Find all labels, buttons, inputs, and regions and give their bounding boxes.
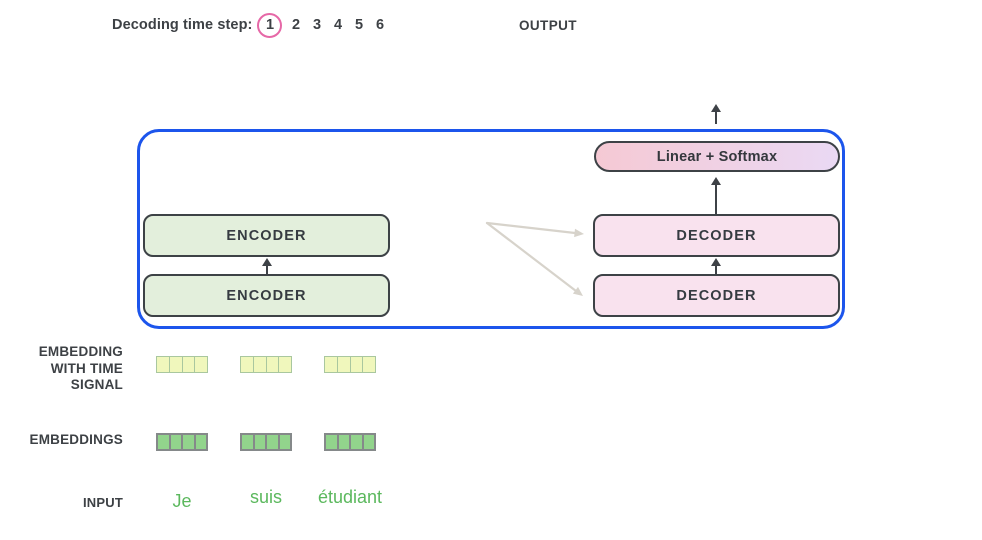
arrow-decoder-to-softmax-icon (710, 177, 722, 214)
step-number-1[interactable]: 1 (265, 17, 275, 33)
encoder-box-bottom: ENCODER (143, 274, 390, 317)
strip-cell (277, 435, 291, 449)
arrow-to-output-icon (710, 104, 722, 124)
output-label: OUTPUT (519, 18, 577, 33)
strip-cell (278, 357, 291, 372)
strip-cell (252, 435, 266, 449)
input-token: suis (249, 487, 282, 507)
strip-cell (168, 357, 182, 372)
strip-cell (194, 357, 207, 372)
step-list: 1 2 3 4 5 6 (257, 12, 385, 38)
strip-cell (326, 435, 337, 449)
strip-cell (349, 435, 362, 449)
strip-cell (336, 357, 350, 372)
strip-cell (349, 357, 363, 372)
strip-cell (157, 357, 169, 372)
encoder-decoder-attention-arrows-icon (485, 221, 584, 296)
step-number-5[interactable]: 5 (354, 17, 364, 33)
step-number-4[interactable]: 4 (333, 17, 343, 33)
embedding-strip (156, 433, 208, 451)
embeddings-label: EMBEDDINGS (29, 432, 123, 447)
strip-cell (265, 357, 279, 372)
embedding-strip (324, 433, 376, 451)
step-number-3[interactable]: 3 (312, 17, 322, 33)
strip-cell (336, 435, 350, 449)
strip-cell (362, 357, 375, 372)
strip-cell (181, 435, 194, 449)
strip-cell (241, 357, 253, 372)
decoding-step-label: Decoding time step: (112, 17, 253, 33)
embedding-strip (240, 433, 292, 451)
time-signal-strip (324, 356, 376, 373)
input-token: étudiant (317, 487, 383, 507)
strip-cell (325, 357, 337, 372)
step-number-2[interactable]: 2 (291, 17, 301, 33)
strip-cell (193, 435, 207, 449)
input-label: INPUT (83, 495, 123, 510)
arrow-decoder-stack-icon (710, 258, 722, 274)
decoder-box-bottom: DECODER (593, 274, 840, 317)
strip-cell (158, 435, 169, 449)
strip-cell (252, 357, 266, 372)
input-token: Je (172, 491, 192, 511)
strip-cell (265, 435, 278, 449)
strip-cell (361, 435, 375, 449)
embedding-time-label: EMBEDDING WITH TIME SIGNAL (38, 344, 123, 392)
active-step-indicator[interactable]: 1 (257, 12, 283, 38)
strip-cell (242, 435, 253, 449)
time-signal-strip (156, 356, 208, 373)
decoding-step-bar: Decoding time step: 1 2 3 4 5 6 (112, 11, 384, 39)
decoder-box-top: DECODER (593, 214, 840, 257)
arrow-encoder-stack-icon (261, 258, 273, 274)
time-signal-strip (240, 356, 292, 373)
linear-softmax-box: Linear + Softmax (594, 141, 840, 172)
step-number-6[interactable]: 6 (375, 17, 385, 33)
strip-cell (168, 435, 182, 449)
encoder-box-top: ENCODER (143, 214, 390, 257)
strip-cell (181, 357, 195, 372)
